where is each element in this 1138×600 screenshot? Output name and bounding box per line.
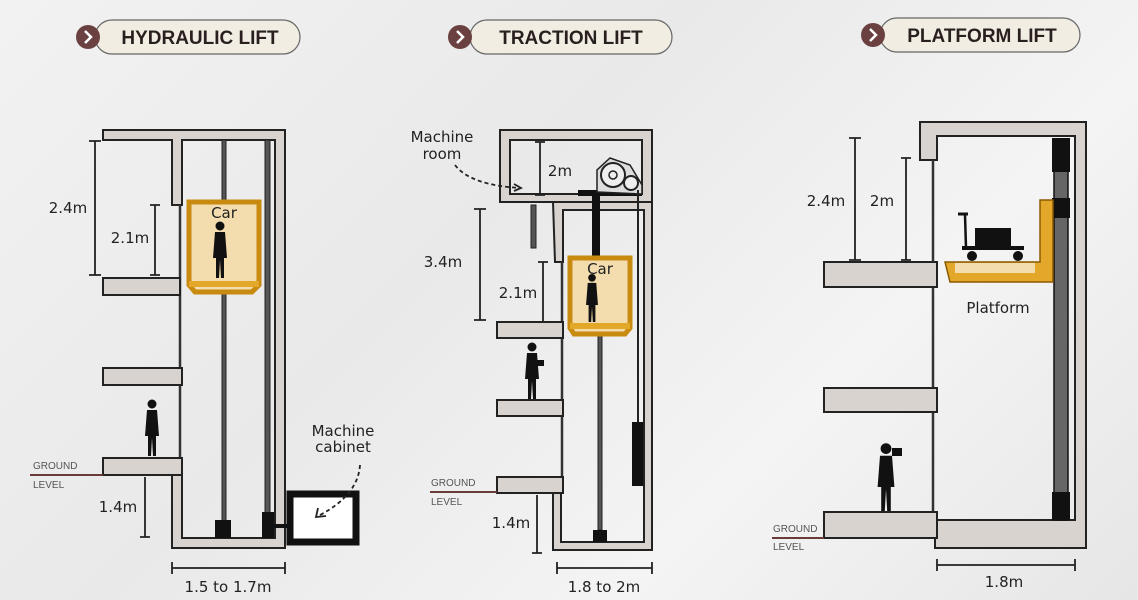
level-label: LEVEL — [33, 480, 65, 491]
floors — [823, 261, 938, 539]
platform-carriage: Platform — [944, 199, 1054, 317]
lift-car: Car — [567, 255, 633, 337]
dim-machine-room-height: 2m — [548, 162, 572, 180]
dimensions: 2.4m 2.1m 1.4m 1.5 to 1.7m — [49, 140, 286, 596]
traction-header: TRACTION LIFT — [448, 19, 673, 55]
ground-level: GROUND LEVEL — [430, 478, 497, 508]
dim-width: 1.5 to 1.7m — [185, 578, 272, 596]
dimensions: 2.4m 2m 1.8m — [807, 137, 1076, 591]
hoist-rope — [592, 196, 600, 256]
chevron-right-icon — [76, 25, 100, 49]
dim-overall-height: 2.4m — [49, 199, 87, 217]
platform-header: PLATFORM LIFT — [861, 17, 1081, 53]
shaft — [102, 129, 290, 549]
car-label: Car — [587, 260, 614, 278]
annotation-line2: cabinet — [315, 438, 371, 456]
buffer — [215, 520, 231, 538]
floors — [496, 321, 564, 494]
annotation-line2: room — [423, 145, 462, 163]
header-title: PLATFORM LIFT — [907, 26, 1057, 47]
platform-label: Platform — [966, 299, 1029, 317]
chevron-right-icon — [448, 25, 472, 49]
dim-door-height: 2m — [870, 192, 894, 210]
dimensions: 3.4m 2.1m 2m 1.4m 1.8 to 2m — [424, 141, 653, 596]
level-label: LEVEL — [773, 542, 805, 553]
shaft — [530, 190, 653, 551]
machine-cabinet: Machine cabinet — [286, 422, 375, 546]
trolley-icon — [958, 212, 1024, 261]
shaft — [919, 121, 1087, 549]
car-label: Car — [211, 204, 238, 222]
traction-lift-panel: TRACTION LIFT Car — [411, 19, 673, 596]
header-title: HYDRAULIC LIFT — [121, 28, 279, 49]
dim-width: 1.8 to 2m — [568, 578, 641, 596]
dim-overall-height: 2.4m — [807, 192, 845, 210]
ground-level: GROUND LEVEL — [772, 524, 824, 553]
dim-pit-depth: 1.4m — [99, 498, 137, 516]
dim-door-height: 2.1m — [499, 284, 537, 302]
machine-room-annotation: Machine room — [411, 128, 524, 192]
ground-label: GROUND — [773, 524, 817, 535]
guide-rail — [1053, 139, 1069, 521]
sheave-icon — [600, 162, 626, 188]
chevron-right-icon — [861, 23, 885, 47]
level-label: LEVEL — [431, 497, 463, 508]
guide-rail — [264, 139, 271, 521]
person-reading-icon — [877, 443, 902, 511]
dim-pit-depth: 1.4m — [492, 514, 530, 532]
counterweight — [632, 422, 643, 486]
ground-label: GROUND — [33, 461, 77, 472]
machine-room — [499, 129, 653, 203]
guide-rail — [597, 333, 603, 531]
hydraulic-header: HYDRAULIC LIFT — [76, 19, 301, 55]
platform-lift-panel: PLATFORM LIFT Platf — [772, 17, 1087, 591]
floors — [102, 277, 183, 476]
annotation-line1: Machine — [411, 128, 474, 146]
annotation-line1: Machine — [312, 422, 375, 440]
ground-label: GROUND — [431, 478, 475, 489]
hydraulic-lift-panel: HYDRAULIC LIFT Car 2.4m 2.1m — [30, 19, 375, 596]
ground-level: GROUND LEVEL — [30, 461, 103, 491]
guide-rail — [221, 139, 227, 533]
lift-car: Car — [186, 199, 262, 295]
jack — [262, 512, 274, 538]
header-title: TRACTION LIFT — [499, 28, 643, 49]
person-icon — [145, 399, 159, 456]
person-reading-icon — [525, 342, 544, 399]
dim-width: 1.8m — [985, 573, 1023, 591]
dim-door-height: 2.1m — [111, 229, 149, 247]
dim-overall-height: 3.4m — [424, 253, 462, 271]
buffer — [593, 530, 607, 542]
